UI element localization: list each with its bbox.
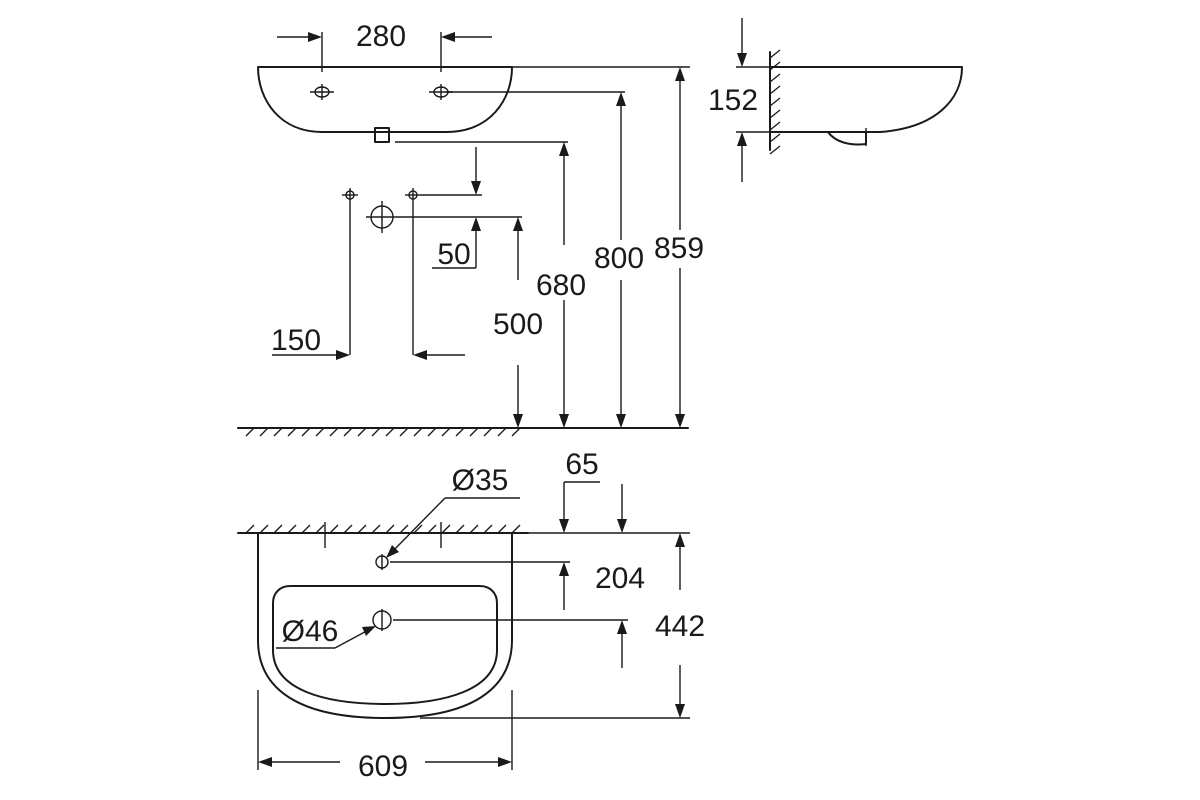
dim-500-label: 500 xyxy=(493,308,543,341)
dim-680-label: 680 xyxy=(536,269,586,302)
dim-152-label: 152 xyxy=(708,84,758,117)
dim-204: 204 xyxy=(595,484,645,668)
front-elevation-view: 280 150 xyxy=(237,20,704,437)
waste-outlet xyxy=(374,127,390,143)
waste-pipe-point xyxy=(366,201,398,233)
dim-609: 609 xyxy=(257,690,513,783)
dim-65-label: 65 xyxy=(565,448,598,481)
tap-hole-plan xyxy=(375,554,389,570)
dim-280-label: 280 xyxy=(356,20,406,53)
dim-65: 65 xyxy=(559,448,600,610)
dim-280: 280 xyxy=(277,20,492,72)
basin-side-outline xyxy=(769,66,963,133)
side-elevation-view: 152 xyxy=(708,18,963,182)
dim-152: 152 xyxy=(708,18,770,182)
tap-hole-left-mark xyxy=(310,84,334,100)
dim-diameter-46-label: Ø46 xyxy=(282,615,339,648)
dim-800-label: 800 xyxy=(594,242,644,275)
plan-view: Ø35 Ø46 65 204 xyxy=(237,448,705,783)
supply-point-right xyxy=(405,188,421,202)
dim-150: 150 xyxy=(271,324,465,360)
basin-front-outline xyxy=(257,66,513,133)
basin-plan-outline xyxy=(257,532,513,719)
dim-50: 50 xyxy=(432,147,481,271)
dim-diameter-35-label: Ø35 xyxy=(452,464,509,497)
dim-859-label: 859 xyxy=(654,232,704,265)
floor-line xyxy=(237,427,689,437)
dim-500: 500 xyxy=(493,217,543,428)
dim-859: 859 xyxy=(654,67,704,428)
dim-diameter-35: Ø35 xyxy=(386,464,520,558)
dim-150-label: 150 xyxy=(271,324,321,357)
dim-800: 800 xyxy=(594,92,644,428)
dim-50-label: 50 xyxy=(437,238,470,271)
dim-204-label: 204 xyxy=(595,562,645,595)
dim-diameter-46: Ø46 xyxy=(276,615,376,649)
supply-point-left xyxy=(342,188,358,202)
dim-442: 442 xyxy=(655,533,705,718)
dim-680: 680 xyxy=(536,142,586,428)
drain-hole-plan xyxy=(372,609,392,631)
plan-wall-line xyxy=(237,524,529,534)
dim-609-label: 609 xyxy=(358,750,408,783)
basin-bowl-outline xyxy=(272,585,498,705)
dim-442-label: 442 xyxy=(655,610,705,643)
